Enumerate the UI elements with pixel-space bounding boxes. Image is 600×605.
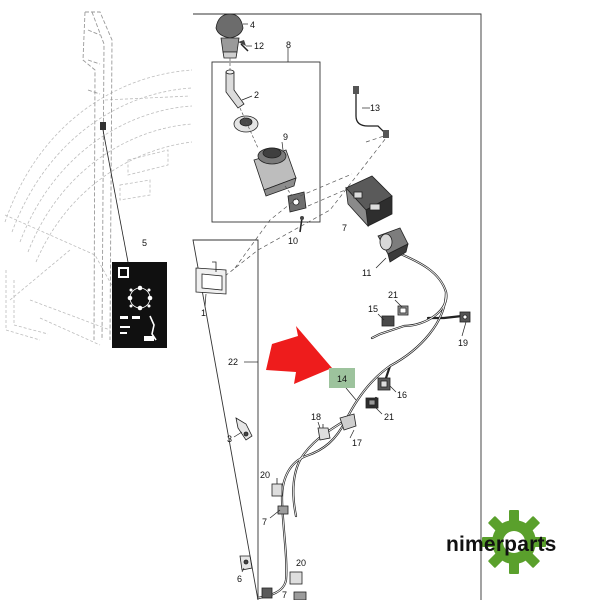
leader-19 bbox=[461, 321, 467, 337]
callout-7-lower-text: 7 bbox=[282, 590, 287, 600]
clip-part-7-upper bbox=[277, 505, 289, 515]
brand-name: nimerparts bbox=[446, 533, 557, 556]
callout-16-lower: 16 bbox=[397, 390, 407, 400]
axis-lever bbox=[239, 107, 259, 149]
mount-point bbox=[100, 122, 106, 130]
callout-1: 1 bbox=[201, 308, 206, 318]
sensor-tip bbox=[353, 86, 359, 94]
sensor-part-14 bbox=[355, 90, 387, 135]
leader-12 bbox=[375, 257, 387, 269]
gear-icon bbox=[482, 510, 546, 574]
callout-15-highlight bbox=[329, 368, 355, 388]
dashed-guides bbox=[224, 135, 387, 277]
axis-switch bbox=[284, 185, 296, 201]
clip bbox=[287, 191, 307, 213]
callout-21-lower: 21 bbox=[384, 412, 394, 422]
clip-part-18 bbox=[317, 424, 331, 441]
switch-body-part-10 bbox=[253, 147, 297, 197]
leader-10 bbox=[281, 141, 284, 151]
leader-16b bbox=[389, 385, 397, 393]
callout-6: 6 bbox=[237, 574, 242, 584]
brand-logo: nimerparts bbox=[446, 510, 557, 574]
cab-post bbox=[82, 11, 113, 341]
relay-part-12 bbox=[377, 227, 409, 263]
bracket-part-1 bbox=[195, 261, 227, 295]
callout-12: 11 bbox=[362, 268, 371, 278]
clip-part-6 bbox=[239, 555, 253, 571]
lever-part-2 bbox=[225, 69, 245, 109]
leader-5 bbox=[102, 129, 129, 263]
leader-21a bbox=[394, 299, 403, 308]
callout-5: 5 bbox=[142, 238, 147, 248]
leader-2 bbox=[241, 95, 253, 101]
connector-part-8 bbox=[345, 175, 393, 228]
cab-outline bbox=[4, 69, 193, 346]
clip-part-7-lower bbox=[293, 591, 307, 601]
connector-part-16-lower bbox=[377, 377, 391, 391]
connector-part-21-lower bbox=[365, 397, 379, 409]
plug-part-19 bbox=[459, 311, 471, 323]
callout-18: 18 bbox=[311, 412, 321, 422]
leader-1 bbox=[204, 293, 207, 307]
leader-18 bbox=[317, 421, 321, 429]
callout-3: 3 bbox=[227, 434, 232, 444]
leader-17 bbox=[349, 429, 355, 439]
connector-part-21-upper bbox=[397, 305, 409, 316]
leader-16a bbox=[377, 313, 385, 321]
callout-2: 2 bbox=[254, 90, 259, 100]
callout-7-upper: 7 bbox=[262, 517, 267, 527]
plug-bottom bbox=[261, 587, 273, 599]
red-arrow-icon bbox=[266, 326, 332, 384]
control-panel-decal bbox=[112, 262, 167, 348]
knob-part-4 bbox=[215, 13, 244, 59]
leader-3 bbox=[233, 431, 243, 438]
screw-part-13 bbox=[238, 40, 249, 52]
leader-15 bbox=[345, 387, 357, 401]
callout-4: 4 bbox=[250, 20, 255, 30]
leader-21b bbox=[375, 407, 383, 415]
callout-16-upper: 15 bbox=[368, 304, 378, 314]
sensor-plug bbox=[383, 130, 389, 138]
callout-20-upper: 20 bbox=[260, 470, 270, 480]
clip-part-3 bbox=[235, 417, 253, 441]
callout-10: 9 bbox=[283, 132, 288, 142]
leader-7a bbox=[269, 509, 281, 519]
callout-17: 17 bbox=[352, 438, 362, 448]
callout-22: 22 bbox=[228, 357, 238, 367]
callout-8-label: 7 bbox=[342, 223, 347, 233]
nut-ring bbox=[233, 115, 259, 133]
callout-19: 19 bbox=[458, 338, 468, 348]
callout-11: 10 bbox=[288, 236, 298, 246]
callout-13: 12 bbox=[254, 41, 264, 51]
assembly-boundary bbox=[192, 13, 482, 601]
clip-part-20-lower bbox=[289, 571, 303, 585]
clamp-part-17 bbox=[339, 413, 357, 431]
screw-part-11 bbox=[299, 216, 304, 233]
callout-15: 14 bbox=[337, 374, 347, 384]
clip-part-20-upper bbox=[271, 478, 283, 497]
subassembly-box-9 bbox=[211, 61, 321, 223]
connector-part-16-upper bbox=[381, 315, 395, 327]
wiring-harness-inner bbox=[257, 251, 447, 599]
wiring-harness bbox=[256, 250, 464, 600]
leader-6 bbox=[241, 567, 245, 573]
callout-9: 8 bbox=[286, 40, 291, 50]
callout-14-label: 13 bbox=[370, 103, 380, 113]
callout-21-upper: 21 bbox=[388, 290, 398, 300]
callout-20-lower: 20 bbox=[296, 558, 306, 568]
